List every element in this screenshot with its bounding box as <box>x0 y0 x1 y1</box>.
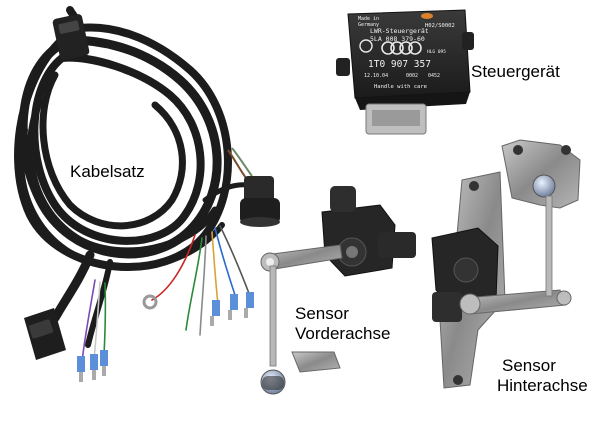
ecu-code-a: 0002 <box>406 73 418 79</box>
wire-terminals <box>77 292 254 382</box>
control-unit: Made in Germany H02/S0002 LWR-Steuergerä… <box>336 9 474 135</box>
ecu-hlg-code: HLG 095 <box>427 49 446 55</box>
control-unit-label: Steuergerät <box>471 62 560 81</box>
harness-connector-right <box>227 147 280 227</box>
rear-sensor-label-line1: Sensor <box>502 356 556 375</box>
brand-rings-logo <box>381 41 422 55</box>
ecu-hella-number: 5LA 008 379-60 <box>370 35 425 43</box>
ecu-date: 12.10.04 <box>364 73 388 79</box>
rear-axle-sensor <box>431 139 581 389</box>
ecu-revision: H02/S0002 <box>425 23 455 29</box>
ecu-handle-note: Handle with care <box>374 84 427 90</box>
front-sensor-label-line1: Sensor <box>295 304 349 323</box>
ecu-label-text: Made in Germany H02/S0002 LWR-Steuergerä… <box>358 16 455 90</box>
harness-connector-bottom <box>24 308 66 360</box>
wire-harness <box>14 6 280 382</box>
rear-sensor-label-line2: Hinterachse <box>497 376 588 395</box>
front-sensor-label-line2: Vorderachse <box>295 324 391 343</box>
front-axle-sensor <box>260 186 416 395</box>
ecu-part-number: 1T0 907 357 <box>368 59 431 70</box>
ecu-device-name: LWR-Steuergerät <box>370 27 429 35</box>
harness-connector-top <box>52 14 90 60</box>
ecu-made-in: Made in <box>358 16 379 22</box>
ecu-code-b: 0452 <box>428 73 440 79</box>
harness-label: Kabelsatz <box>66 162 149 182</box>
ecu-origin: Germany <box>358 22 379 28</box>
